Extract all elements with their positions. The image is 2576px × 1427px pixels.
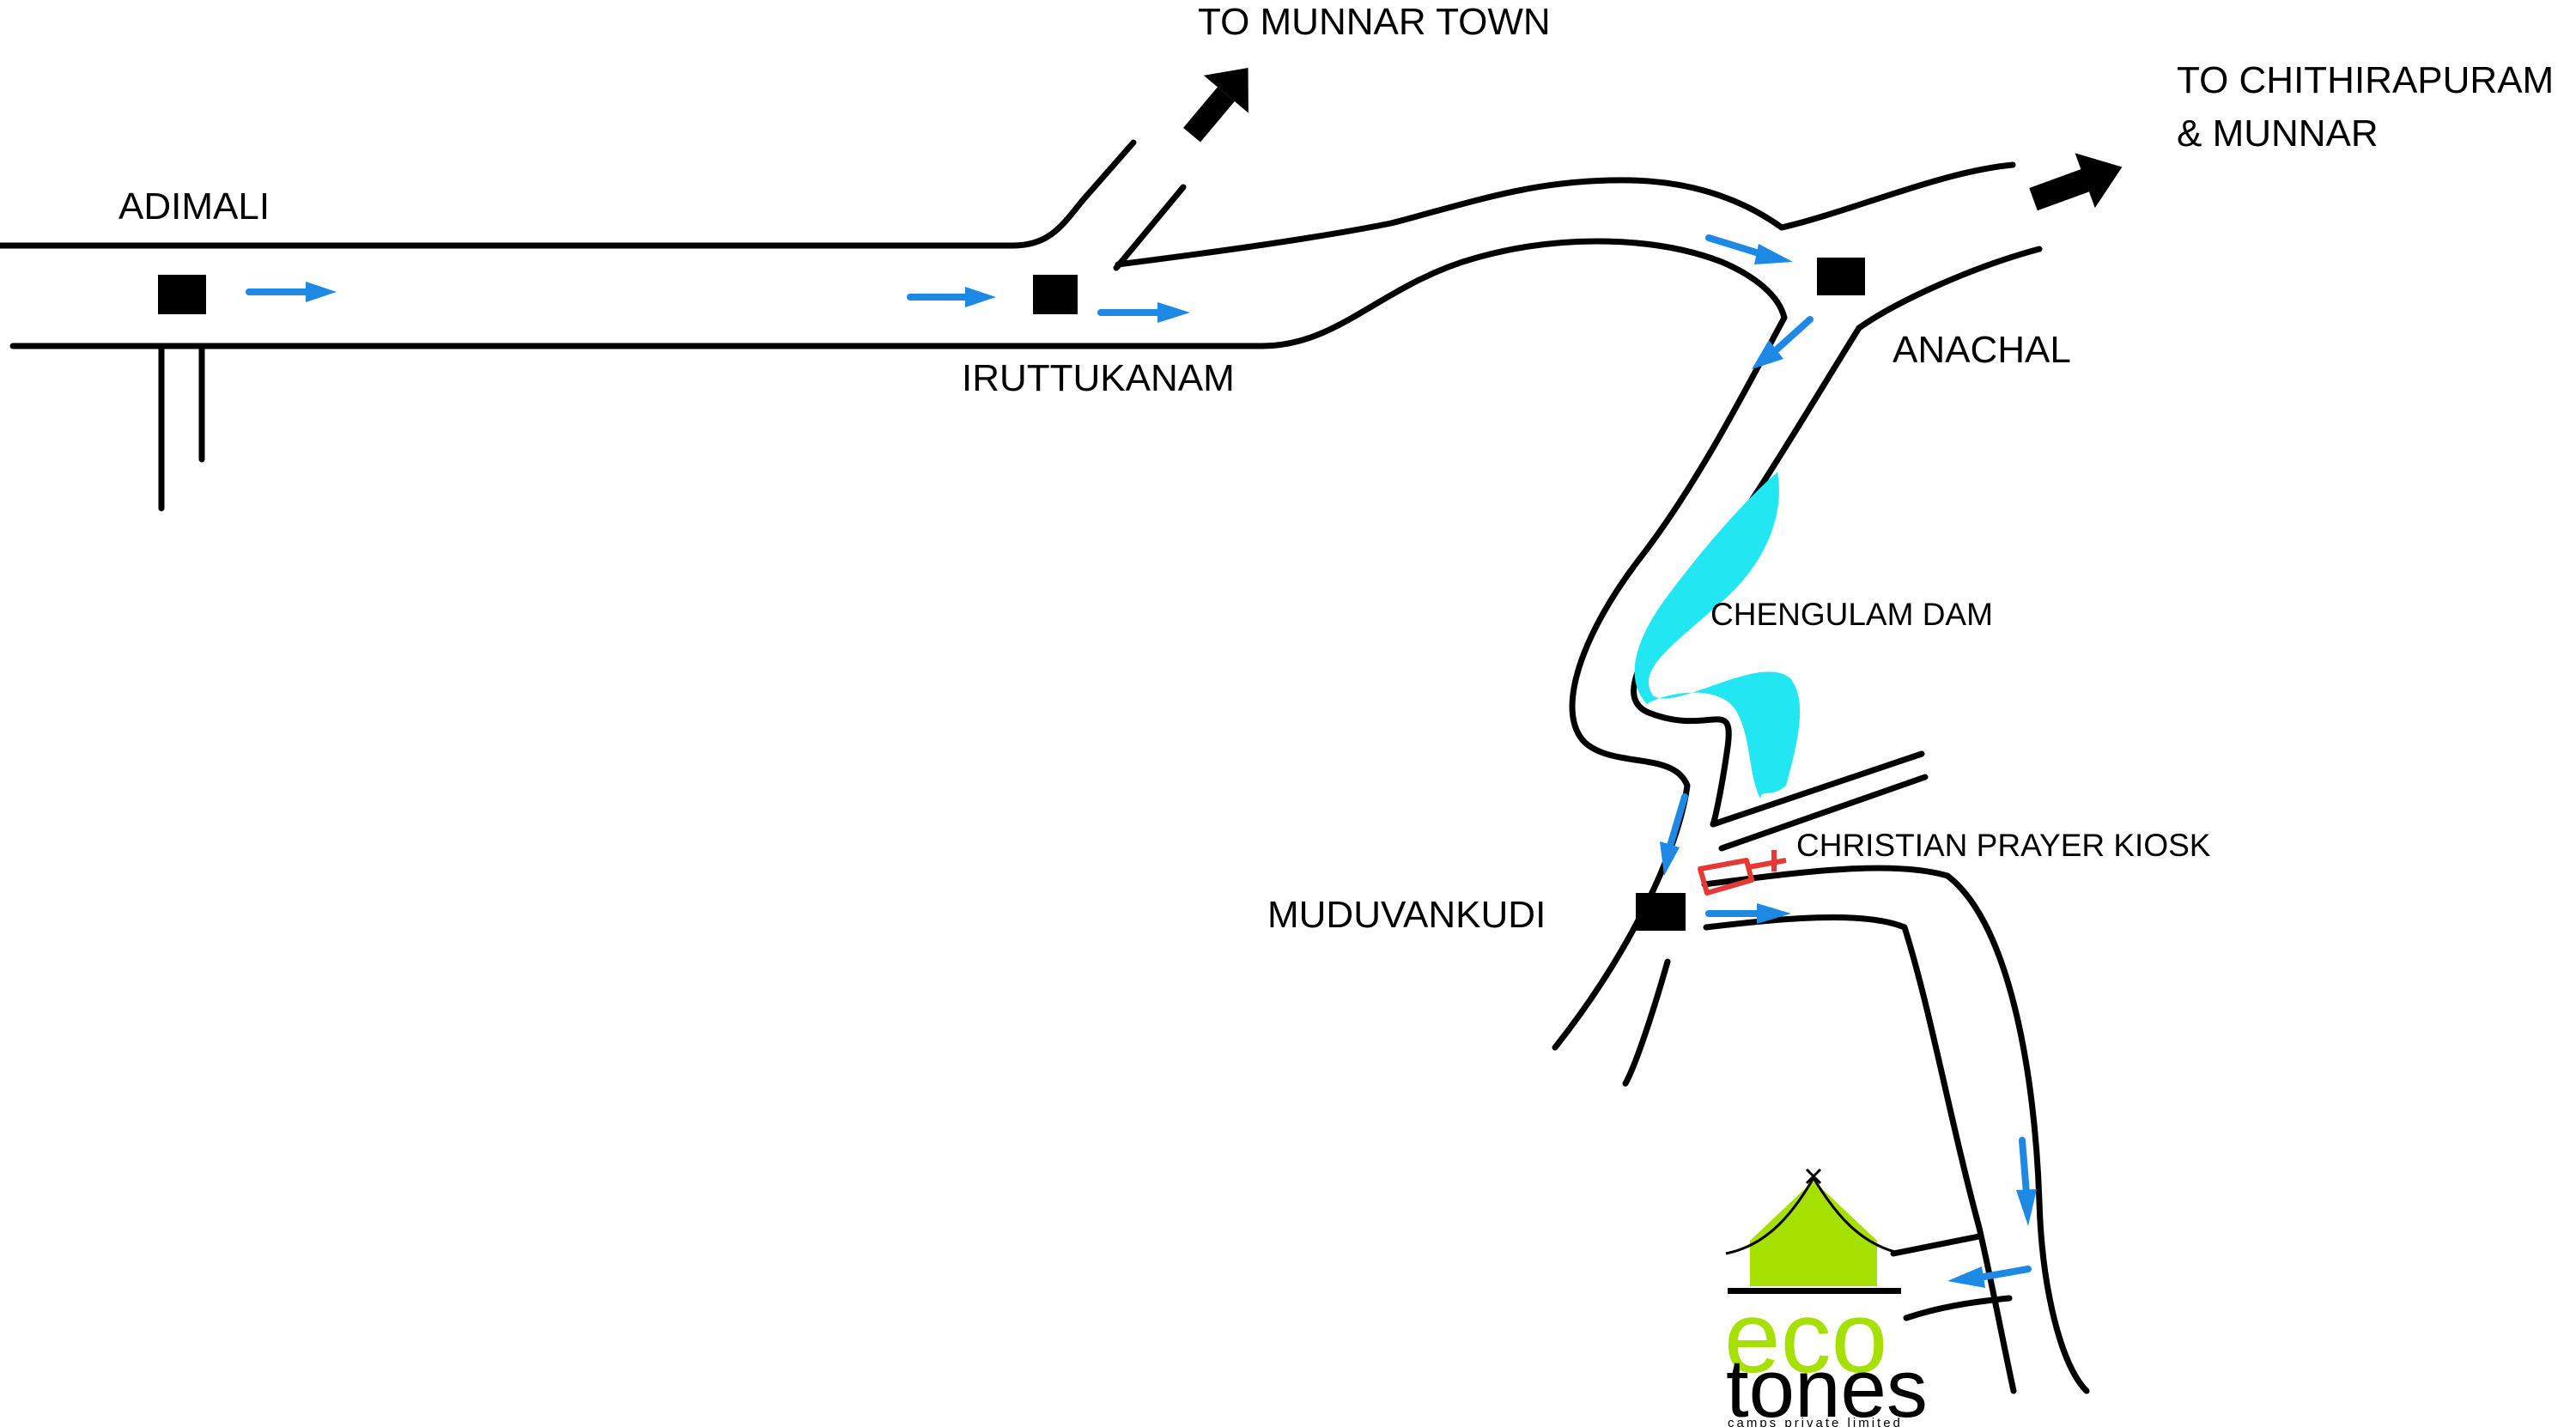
direction-arrow-icon [1705, 903, 1791, 924]
destination-label-munnar: & MUNNAR [2177, 112, 2379, 155]
stop-marker-anachal [1817, 258, 1865, 295]
logo-brand-eco: eco [1724, 1281, 1887, 1394]
place-label-iruttukanam: IRUTTUKANAM [962, 357, 1235, 399]
place-label-anachal: ANACHAL [1893, 329, 2071, 371]
logo-brand-tones: tones [1726, 1343, 1928, 1427]
arrow-to-munnar-town-icon [1183, 68, 1249, 143]
landmark-label-dam: CHENGULAM DAM [1710, 597, 1993, 632]
place-label-muduvankudi: MUDUVANKUDI [1267, 894, 1546, 936]
anachal-muduvankudi-road [1552, 314, 1862, 1087]
main-road [0, 139, 2043, 349]
ecotones-logo: eco tones camps private limited [1724, 1168, 1928, 1427]
stop-marker-muduvankudi [1636, 893, 1686, 931]
place-label-adimali: ADIMALI [118, 185, 270, 228]
arrow-to-chithirapuram-icon [2029, 153, 2123, 211]
destination-label-chithirapuram: TO CHITHIRAPURAM [2177, 59, 2554, 101]
direction-arrow-icon [1660, 793, 1688, 876]
kiosk-side-road [1710, 750, 1929, 852]
muduvankudi-camp-road [1701, 865, 2090, 1394]
stop-marker-iruttukanam [1033, 275, 1078, 314]
adimali-side-road [158, 343, 205, 512]
direction-arrow-icon [246, 282, 337, 302]
stop-marker-adimali [158, 275, 206, 314]
tent-roof-icon [1725, 1168, 1903, 1294]
cross-icon [1698, 850, 1787, 896]
direction-arrow-icon [1097, 302, 1190, 323]
logo-tagline: camps private limited [1728, 1416, 1903, 1427]
direction-arrow-icon [907, 287, 996, 307]
direction-arrow-icon [2016, 1137, 2037, 1226]
direction-arrow-icon [1947, 1266, 2032, 1288]
landmark-label-kiosk: CHRISTIAN PRAYER KIOSK [1796, 828, 2211, 863]
direction-arrow-icon [1752, 316, 1814, 369]
destination-label-munnar-town: TO MUNNAR TOWN [1198, 1, 1551, 43]
direction-arrow-icon [1705, 234, 1793, 264]
dam-water [1634, 472, 1801, 799]
